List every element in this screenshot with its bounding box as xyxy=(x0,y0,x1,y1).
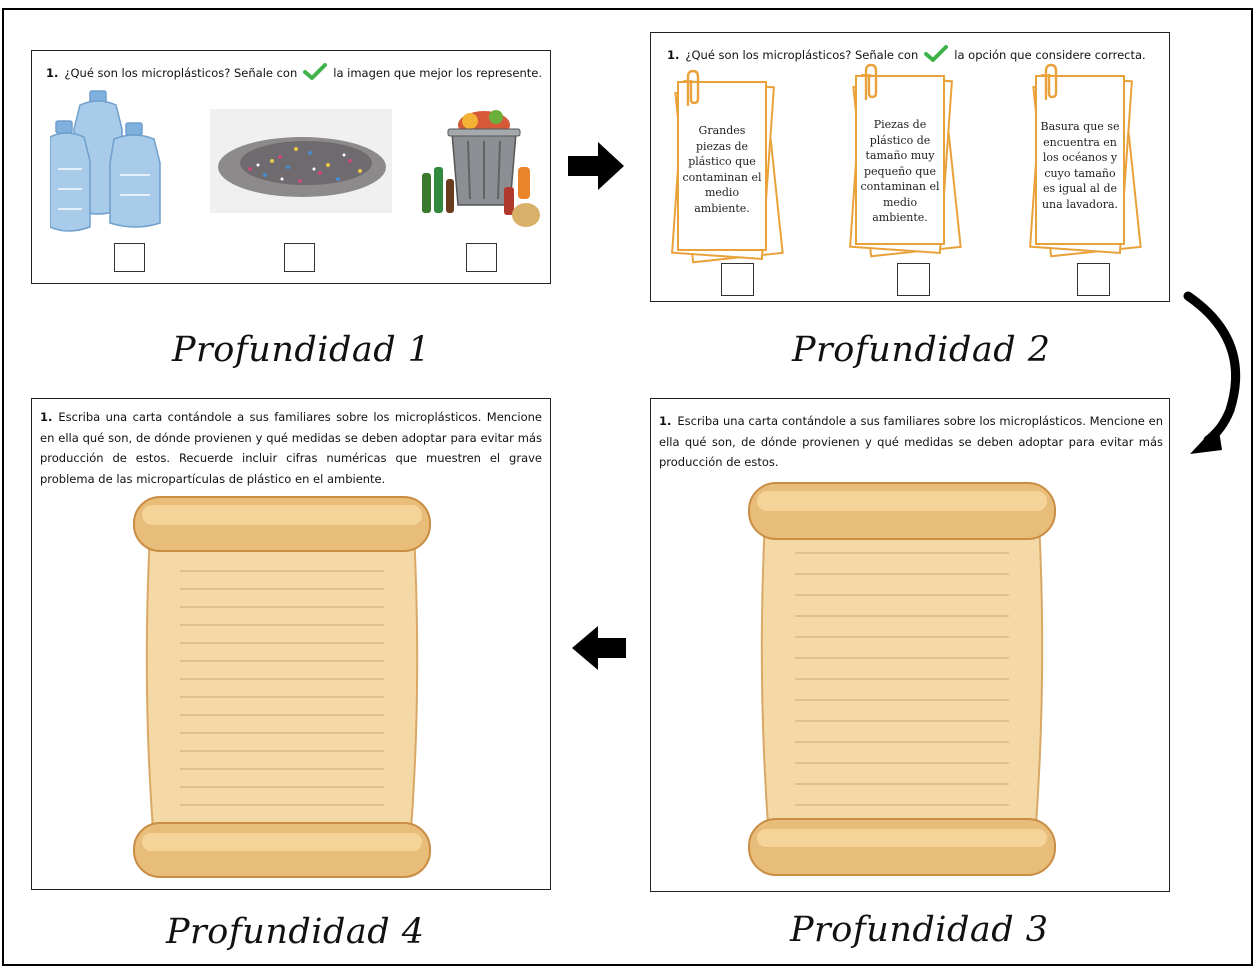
option-checkbox-1[interactable] xyxy=(721,263,754,296)
option-checkbox-2[interactable] xyxy=(897,263,930,296)
question-text-after: la opción que considere correcta. xyxy=(954,48,1146,62)
panel-profundidad-4: 1.Escriba una carta contándole a sus fam… xyxy=(31,398,551,890)
caption-profundidad-3: Profundidad 3 xyxy=(790,910,1049,950)
arrow-left-icon xyxy=(572,626,626,670)
panel-profundidad-3: 1.Escriba una carta contándole a sus fam… xyxy=(650,398,1170,892)
panel4-question: 1.Escriba una carta contándole a sus fam… xyxy=(40,407,542,489)
paperclip-icon xyxy=(1044,63,1058,101)
caption-profundidad-2: Profundidad 2 xyxy=(792,330,1051,370)
option-text-3: Basura que se encuentra en los océanos y… xyxy=(1040,120,1120,211)
option-checkbox-3[interactable] xyxy=(1077,263,1110,296)
option-text-2: Piezas de plástico de tamaño muy pequeño… xyxy=(860,118,940,224)
option-text-1: Grandes piezas de plástico que contamina… xyxy=(682,124,762,215)
question-number: 1. xyxy=(659,414,672,428)
caption-profundidad-4: Profundidad 4 xyxy=(166,912,425,952)
diagram-frame xyxy=(2,8,1253,966)
option-checkbox-1[interactable] xyxy=(114,243,145,272)
question-text-before: ¿Qué son los microplásticos? Señale con xyxy=(685,48,919,62)
card-sheet xyxy=(855,75,945,245)
trash-can-image xyxy=(422,110,540,227)
arrow-right-icon xyxy=(568,142,624,190)
card-sheet xyxy=(677,81,767,251)
water-jugs-image xyxy=(50,90,161,232)
parchment-scroll-image xyxy=(748,482,1056,876)
option-checkbox-3[interactable] xyxy=(466,243,497,272)
option-card-2: Piezas de plástico de tamaño muy pequeño… xyxy=(847,63,962,258)
panel-profundidad-2: 1. ¿Qué son los microplásticos? Señale co… xyxy=(650,32,1170,302)
paperclip-icon xyxy=(864,63,878,101)
check-icon xyxy=(303,63,328,80)
curved-arrow-down-icon xyxy=(1183,291,1241,454)
panel-profundidad-1: 1. ¿Qué son los microplásticos? Señale co… xyxy=(31,50,551,284)
option-card-3: Basura que se encuentra en los océanos y… xyxy=(1027,63,1142,258)
check-icon xyxy=(924,45,949,62)
plastic-particles-image xyxy=(210,109,392,213)
caption-profundidad-1: Profundidad 1 xyxy=(172,330,431,370)
parchment-scroll-image xyxy=(133,496,431,878)
question-text-after: la imagen que mejor los represente. xyxy=(333,66,543,80)
panel3-question: 1.Escriba una carta contándole a sus fam… xyxy=(659,411,1163,473)
question-number: 1. xyxy=(40,410,53,424)
option-card-1: Grandes piezas de plástico que contamina… xyxy=(669,69,784,264)
panel1-question: 1. ¿Qué son los microplásticos? Señale co… xyxy=(46,63,542,83)
question-text-before: ¿Qué son los microplásticos? Señale con xyxy=(64,66,298,80)
question-text: Escriba una carta contándole a sus famil… xyxy=(40,410,542,486)
question-number: 1. xyxy=(46,66,59,80)
card-sheet xyxy=(1035,75,1125,245)
question-text: Escriba una carta contándole a sus famil… xyxy=(659,414,1163,469)
panel2-question: 1. ¿Qué son los microplásticos? Señale co… xyxy=(667,45,1146,65)
question-number: 1. xyxy=(667,48,680,62)
paperclip-icon xyxy=(686,69,700,107)
option-checkbox-2[interactable] xyxy=(284,243,315,272)
